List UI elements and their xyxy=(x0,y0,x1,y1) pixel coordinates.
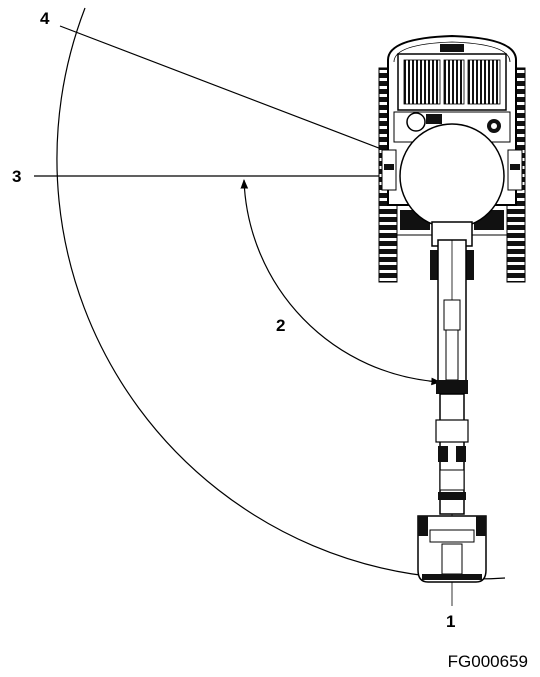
callout-4: 4 xyxy=(40,9,50,28)
swing-radius-arc xyxy=(56,7,506,580)
swing-turntable xyxy=(399,123,505,229)
callout-1: 1 xyxy=(446,612,455,631)
callout-3: 3 xyxy=(12,167,21,186)
figure-id: FG000659 xyxy=(448,652,528,671)
rotation-angle-arc xyxy=(240,179,441,386)
callout-2: 2 xyxy=(276,316,285,335)
excavator-top-view xyxy=(378,34,526,583)
